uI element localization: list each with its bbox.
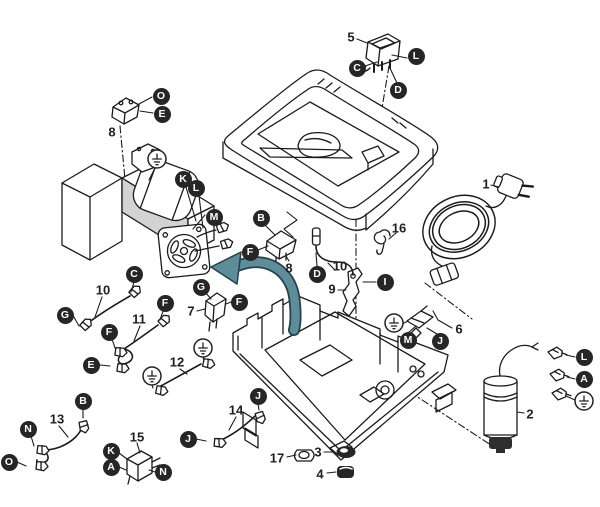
part-number-label: 4	[316, 466, 324, 482]
part-number-label: 16	[391, 220, 407, 236]
callout-d: D	[389, 81, 407, 99]
part-number-label: 10	[332, 258, 348, 274]
ground-icon	[146, 148, 168, 170]
callout-k: K	[174, 170, 192, 188]
callout-b: B	[74, 392, 92, 410]
callout-n: N	[154, 463, 172, 481]
cord-connector	[429, 262, 460, 286]
callout-j: J	[179, 430, 197, 448]
part-number-label: 2	[526, 406, 534, 422]
callout-i: I	[376, 273, 394, 291]
part-number-label: 11	[132, 311, 146, 327]
callout-c: C	[125, 265, 143, 283]
motor-assembly	[61, 143, 235, 279]
part-number-label: 9	[328, 281, 336, 297]
callout-j: J	[431, 332, 449, 350]
part-number-label: 15	[129, 429, 145, 445]
part-number-label: 3	[314, 444, 322, 460]
callout-m: M	[399, 331, 417, 349]
callout-m: M	[205, 208, 223, 226]
callout-l: L	[575, 348, 593, 366]
part-number-label: 12	[169, 354, 185, 370]
callout-c: C	[348, 59, 366, 77]
part-number-label: 6	[455, 321, 463, 337]
callout-g: G	[192, 278, 210, 296]
part-number-label: 13	[49, 411, 65, 427]
power-cord	[422, 173, 535, 286]
callout-o: O	[152, 87, 170, 105]
callout-a: A	[575, 370, 593, 388]
assembly-arrow-icon	[210, 251, 302, 336]
ground-icon	[383, 312, 405, 334]
top-cover	[222, 69, 439, 231]
fan	[157, 223, 211, 279]
part-number-label: 14	[228, 402, 244, 418]
callout-l: L	[407, 47, 425, 65]
part-number-label: 8	[285, 260, 293, 276]
callout-j: J	[249, 387, 267, 405]
capacitor	[483, 342, 539, 453]
small-parts	[111, 97, 573, 485]
callout-a: A	[102, 458, 120, 476]
callout-b: B	[252, 209, 270, 227]
ground-icon	[192, 337, 214, 359]
callout-d: D	[308, 265, 326, 283]
callout-o: O	[0, 453, 18, 471]
callout-e: E	[82, 356, 100, 374]
ground-icon	[573, 390, 595, 412]
part-number-label: 1	[482, 176, 490, 192]
callout-n: N	[19, 420, 37, 438]
callout-f: F	[100, 323, 118, 341]
part-number-label: 17	[269, 450, 285, 466]
rocker-switch	[362, 33, 401, 73]
part-number-label: 8	[108, 124, 116, 140]
callout-g: G	[56, 306, 74, 324]
plug	[493, 173, 535, 199]
part-number-label: 7	[187, 303, 195, 319]
callout-f: F	[241, 243, 259, 261]
leader-lines	[16, 38, 576, 474]
callout-f: F	[230, 293, 248, 311]
callout-l: L	[187, 179, 205, 197]
ground-icon	[141, 365, 163, 387]
part-number-label: 10	[95, 282, 111, 298]
callout-f: F	[156, 294, 174, 312]
callout-e: E	[153, 105, 171, 123]
callout-k: K	[102, 442, 120, 460]
part-number-label: 5	[347, 29, 355, 45]
